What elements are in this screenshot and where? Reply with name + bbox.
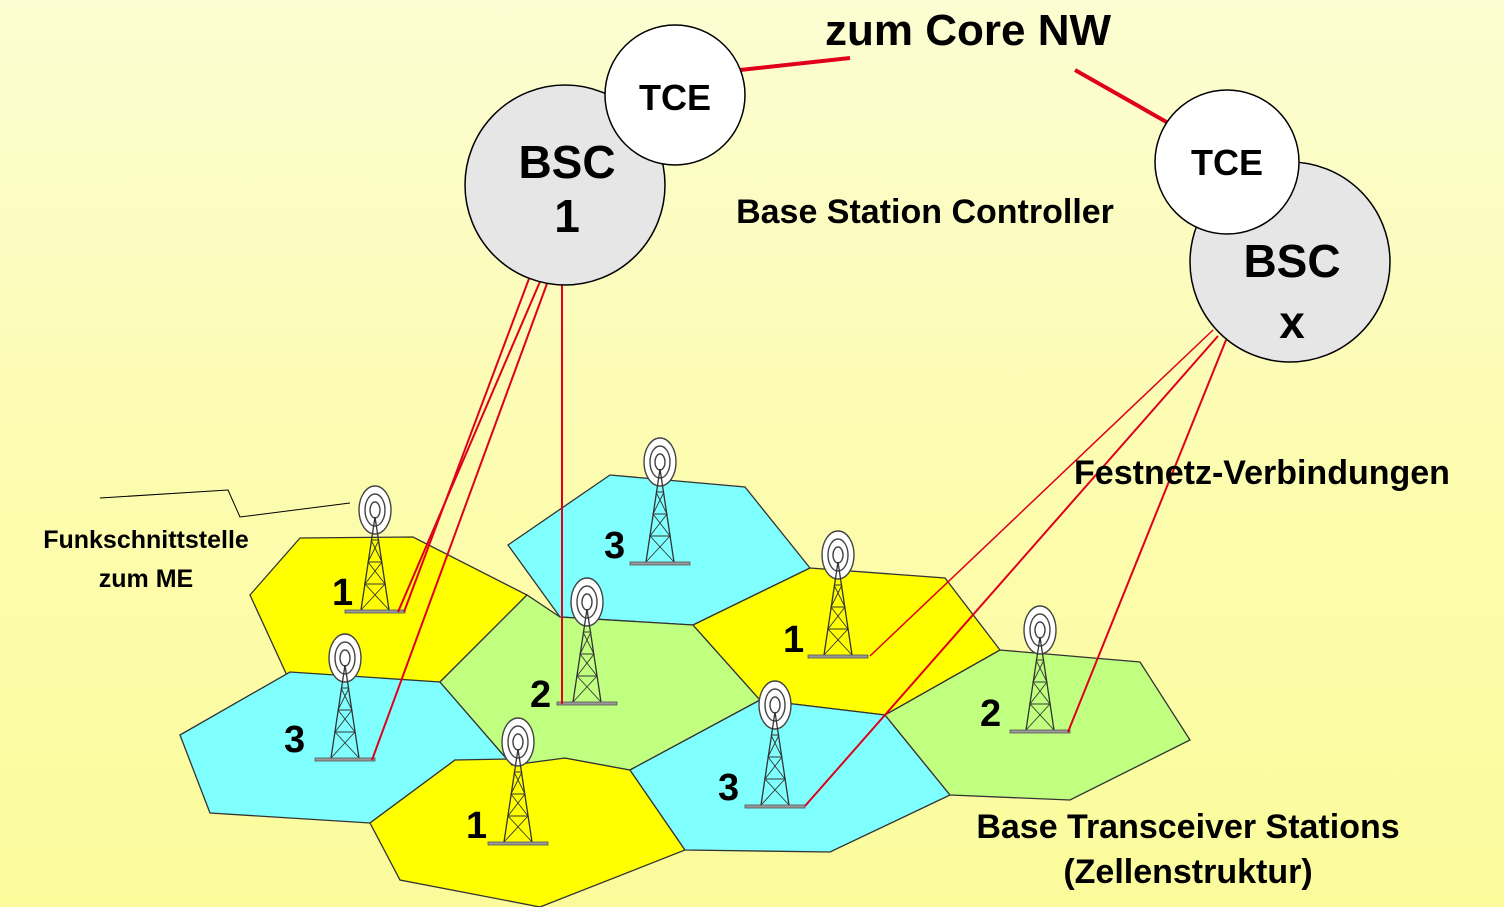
- radio-link-bolt: [99, 489, 351, 518]
- bsc-caption: Base Station Controller: [736, 193, 1114, 231]
- bsc-x-tce-label: TCE: [1191, 142, 1263, 183]
- bsc-x-number: x: [1279, 296, 1305, 348]
- core-network-links: [739, 56, 1171, 126]
- bsc-x-name: BSC: [1243, 235, 1340, 287]
- cell-labels: 1 3 2 1 3 2 1 3: [284, 525, 1001, 847]
- cell-label: 2: [980, 693, 1001, 735]
- cell-label: 1: [783, 619, 804, 661]
- bts-label-line1: Base Transceiver Stations: [976, 808, 1399, 846]
- cell-label: 1: [466, 805, 487, 847]
- bsc-1-number: 1: [554, 190, 580, 242]
- radio-interface-label-line2: zum ME: [99, 565, 193, 593]
- radio-interface-label-line1: Funkschnittstelle: [43, 526, 249, 554]
- cell-label: 3: [718, 767, 739, 809]
- bsc-1-name: BSC: [518, 136, 615, 188]
- bsc-1: TCE BSC 1: [464, 24, 746, 286]
- hex-cell: [884, 649, 1191, 801]
- bsc-1-tce-label: TCE: [639, 77, 711, 118]
- cell-label: 1: [332, 572, 353, 614]
- cell-label: 2: [530, 674, 551, 716]
- core-network-title: zum Core NW: [825, 6, 1111, 55]
- cell-label: 3: [604, 525, 625, 567]
- fixed-network-links: [371, 267, 1227, 807]
- bsc-1-tce-circle: [604, 24, 746, 166]
- cell-label: 3: [284, 719, 305, 761]
- bsc-1-circle: [464, 84, 666, 286]
- bsc-x: TCE BSC x: [1154, 89, 1391, 363]
- bsc-x-tce-circle: [1154, 89, 1300, 235]
- fixed-links-label: Festnetz-Verbindungen: [1074, 454, 1450, 492]
- bts-label-line2: (Zellenstruktur): [1063, 853, 1312, 891]
